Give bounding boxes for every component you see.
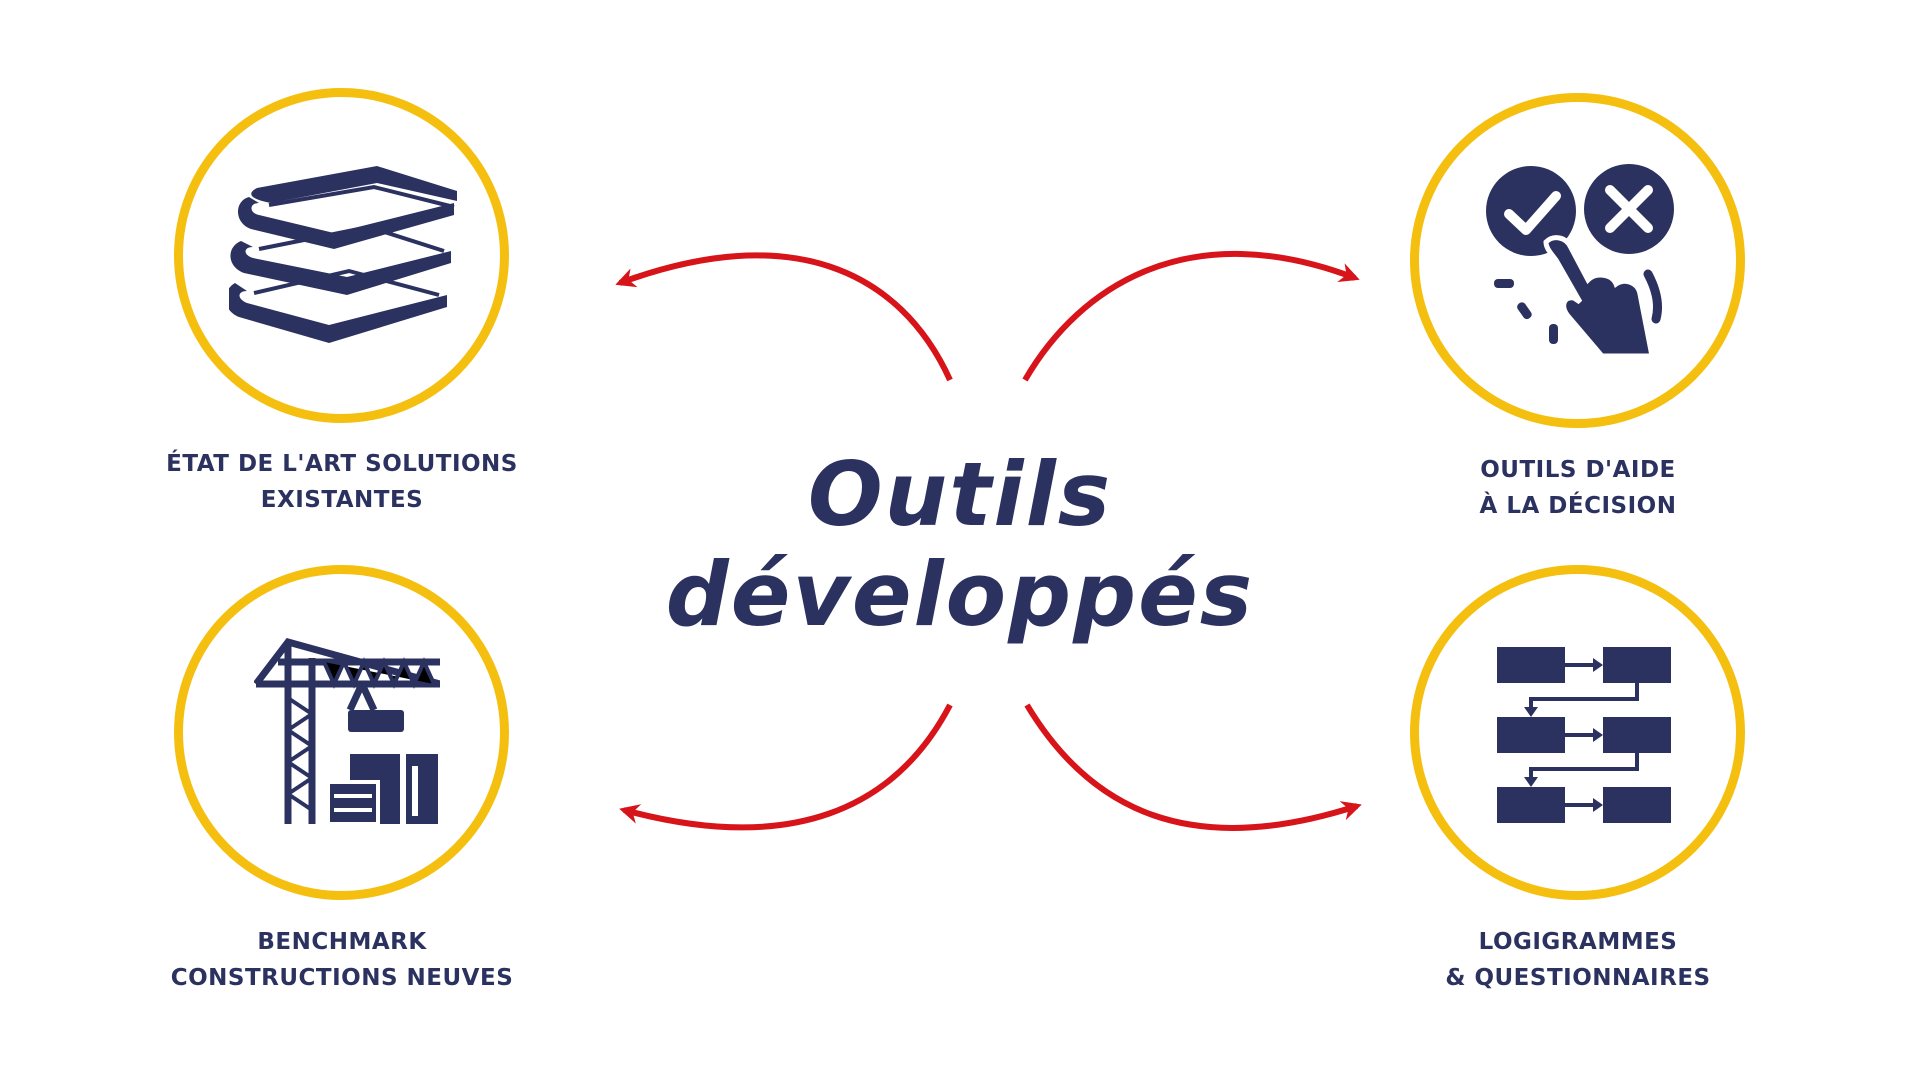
label-logigrammes-line2: & QUESTIONNAIRES (1445, 965, 1711, 991)
center-title-line2: développés (665, 543, 1255, 646)
label-benchmark-line2: CONSTRUCTIONS NEUVES (170, 965, 514, 991)
node-circle-benchmark (174, 565, 509, 900)
label-etat-de-l-art-line1: ÉTAT DE L'ART SOLUTIONS (166, 451, 518, 477)
center-title: Outils développés (620, 445, 1300, 645)
label-etat-de-l-art: ÉTAT DE L'ART SOLUTIONS EXISTANTES (102, 446, 582, 518)
label-benchmark: BENCHMARK CONSTRUCTIONS NEUVES (102, 924, 582, 996)
label-logigrammes: LOGIGRAMMES & QUESTIONNAIRES (1338, 924, 1818, 996)
label-aide-decision-line1: OUTILS D'AIDE (1480, 457, 1676, 483)
label-logigrammes-line1: LOGIGRAMMES (1478, 929, 1678, 955)
books-icon (229, 166, 457, 343)
arrow-to-top-right (1022, 251, 1360, 382)
flowchart-icon (1497, 647, 1671, 823)
label-aide-decision-line2: À LA DÉCISION (1479, 493, 1677, 519)
label-etat-de-l-art-line2: EXISTANTES (260, 487, 424, 513)
node-circle-etat-de-l-art (174, 88, 509, 423)
center-title-line1: Outils (807, 443, 1113, 546)
arrow-to-bottom-left (619, 703, 953, 831)
arrow-to-bottom-right (1024, 703, 1362, 831)
arrow-to-top-left (615, 252, 953, 382)
decision-touch-icon (1486, 164, 1674, 359)
crane-construction-icon (254, 638, 440, 826)
label-aide-decision: OUTILS D'AIDE À LA DÉCISION (1338, 452, 1818, 524)
label-benchmark-line1: BENCHMARK (257, 929, 427, 955)
node-circle-logigrammes (1410, 565, 1745, 900)
